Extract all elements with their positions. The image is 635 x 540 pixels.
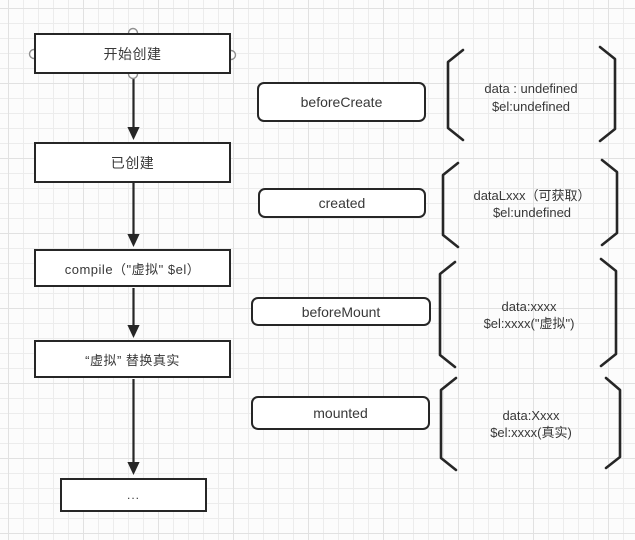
- state-line: $el:undefined: [491, 99, 571, 114]
- state-line: $el:undefined: [492, 205, 572, 220]
- arrowhead-icon: [127, 234, 140, 247]
- flow-arrow-2[interactable]: [127, 183, 140, 247]
- state-line: $el:xxxx(真实): [490, 425, 572, 440]
- hook-box-mounted[interactable]: mounted: [251, 396, 430, 430]
- state-line: data : undefined: [484, 81, 578, 96]
- state-annotation-1: data : undefined $el:undefined: [447, 80, 615, 116]
- flow-node-label: “虚拟” 替换真实: [85, 352, 180, 368]
- flow-node-label: compile（"虚拟" $el）: [64, 261, 201, 277]
- arrowhead-icon: [127, 127, 140, 140]
- arrowhead-icon: [127, 325, 140, 338]
- hook-box-beforecreate[interactable]: beforeCreate: [257, 82, 426, 122]
- flow-node-created-state[interactable]: 已创建: [34, 142, 231, 183]
- hook-box-beforemount[interactable]: beforeMount: [251, 297, 431, 326]
- flow-arrow-1[interactable]: [127, 74, 140, 140]
- arrowhead-icon: [127, 462, 140, 475]
- hook-box-created[interactable]: created: [258, 188, 426, 218]
- state-line: data:Xxxx: [502, 408, 560, 423]
- flow-node-label: 已创建: [110, 154, 155, 171]
- state-line: $el:xxxx("虚拟"): [483, 316, 575, 331]
- hook-label: beforeMount: [301, 303, 381, 320]
- state-annotation-2: dataLxxx（可获取） $el:undefined: [447, 187, 617, 221]
- flow-node-label: 开始创建: [103, 45, 162, 62]
- state-line: dataLxxx（可获取）: [473, 188, 591, 203]
- state-annotation-4: data:Xxxx $el:xxxx(真实): [444, 407, 618, 441]
- state-line: data:xxxx: [501, 299, 557, 314]
- hook-label: mounted: [313, 405, 368, 421]
- flow-arrow-3[interactable]: [127, 288, 140, 338]
- flow-arrow-4[interactable]: [127, 379, 140, 475]
- flow-node-label: ...: [126, 488, 140, 502]
- flow-node-start[interactable]: 开始创建: [34, 33, 231, 74]
- state-annotation-3: data:xxxx $el:xxxx("虚拟"): [443, 298, 615, 332]
- hook-label: created: [318, 195, 366, 211]
- flow-node-compile[interactable]: compile（"虚拟" $el）: [34, 249, 231, 287]
- flow-node-replace-real[interactable]: “虚拟” 替换真实: [34, 340, 231, 378]
- hook-label: beforeCreate: [300, 94, 383, 110]
- flow-node-ellipsis[interactable]: ...: [60, 478, 207, 512]
